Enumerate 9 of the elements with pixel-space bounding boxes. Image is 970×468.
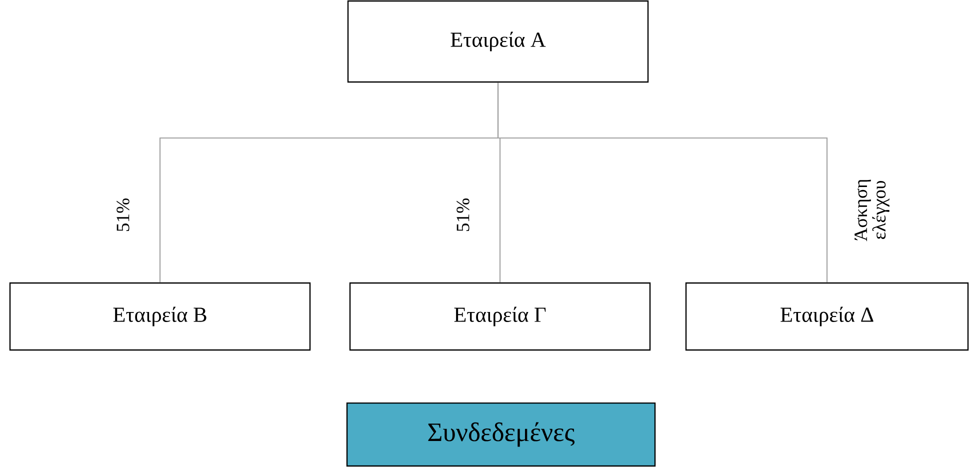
- company-box: Εταιρεία A: [347, 0, 649, 83]
- company-box: Εταιρεία Γ: [349, 282, 651, 351]
- edge-label: 51%: [456, 198, 470, 232]
- company-box: Εταιρεία Δ: [685, 282, 969, 351]
- edge-label: Άσκηση ελέγχου: [854, 180, 890, 242]
- connector-line: [497, 82, 828, 282]
- edge-label: 51%: [116, 198, 130, 232]
- category-box: Συνδεδεμένες: [346, 402, 656, 467]
- company-box: Εταιρεία B: [9, 282, 311, 351]
